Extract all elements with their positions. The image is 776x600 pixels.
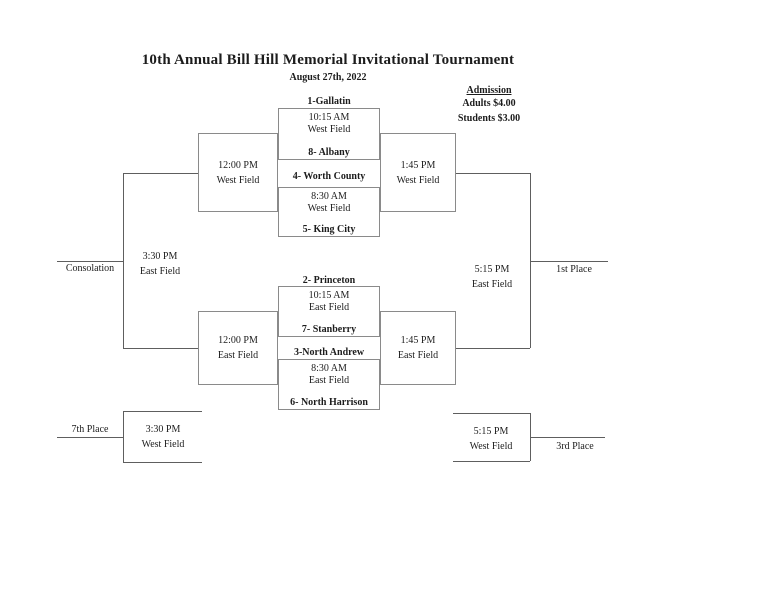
admission-adults: Adults $4.00 (462, 98, 516, 109)
game2-time: 8:30 AM (311, 191, 347, 202)
third-place-line (531, 437, 605, 438)
third-place-game-info: 5:15 PM West Field (458, 424, 524, 454)
semifinal-box-top-right: 1:45 PM West Field (380, 133, 456, 212)
loser-line-top (123, 173, 198, 174)
first-place-time: 5:15 PM (474, 264, 510, 275)
semifinal-box-bottom-right: 1:45 PM East Field (380, 311, 456, 385)
seventh-place-bottom-line (123, 462, 202, 463)
team-seed3: 3-North Andrew (293, 347, 365, 358)
team-seed2: 2- Princeton (302, 275, 356, 286)
semi-tr-field: West Field (396, 174, 440, 186)
loser-line-bottom (123, 348, 198, 349)
seventh-place-time: 3:30 PM (145, 424, 181, 435)
team-seed6: 6- North Harrison (290, 397, 368, 408)
team-seed4: 4- Worth County (292, 171, 366, 182)
game-box-3: 10:15 AM East Field 7- Stanberry (278, 286, 380, 337)
third-place-top-line (453, 413, 530, 414)
page-title: 10th Annual Bill Hill Memorial Invitatio… (141, 52, 515, 68)
game4-info: 8:30 AM East Field (279, 360, 379, 387)
semi-tr-time: 1:45 PM (400, 159, 436, 171)
team-seed5: 5- King City (302, 224, 356, 235)
championship-game-info: 5:15 PM East Field (458, 262, 526, 292)
game3-time: 10:15 AM (308, 290, 350, 301)
third-place-label: 3rd Place (556, 441, 594, 452)
semi-tl-info: 12:00 PM West Field (217, 158, 260, 188)
game3-field: East Field (308, 302, 350, 313)
winner-line-top (456, 173, 530, 174)
semi-br-field: East Field (397, 350, 439, 361)
consolation-line (57, 261, 123, 262)
winner-line-bottom (456, 348, 530, 349)
seventh-place-label: 7th Place (71, 424, 109, 435)
semi-bl-info: 12:00 PM East Field (218, 333, 258, 363)
consolation-game-info: 3:30 PM East Field (126, 249, 194, 279)
admission-students: Students $3.00 (457, 113, 521, 124)
third-place-vertical-line (530, 413, 531, 461)
semi-br-info: 1:45 PM East Field (398, 333, 438, 363)
game4-time: 8:30 AM (311, 363, 347, 374)
third-place-time: 5:15 PM (473, 426, 509, 437)
semifinal-box-top-left: 12:00 PM West Field (198, 133, 278, 212)
first-place-label: 1st Place (556, 264, 592, 275)
consolation-label: Consolation (65, 263, 115, 274)
admission-block: Admission Adults $4.00 Students $3.00 (439, 85, 539, 124)
admission-heading: Admission (466, 85, 512, 96)
first-place-line (530, 261, 608, 262)
game1-time: 10:15 AM (308, 112, 350, 123)
semifinal-box-bottom-left: 12:00 PM East Field (198, 311, 278, 385)
consolation-vertical-line (123, 173, 124, 348)
championship-vertical-line (530, 173, 531, 348)
semi-tl-field: West Field (216, 174, 260, 186)
game1-info: 10:15 AM West Field (279, 109, 379, 136)
semi-bl-time: 12:00 PM (218, 335, 258, 346)
game-box-4: 8:30 AM East Field 6- North Harrison (278, 359, 380, 410)
game-box-2: 8:30 AM West Field 5- King City (278, 187, 380, 237)
event-date: August 27th, 2022 (289, 72, 367, 83)
game-box-1: 10:15 AM West Field 8- Albany (278, 108, 380, 160)
semi-tr-info: 1:45 PM West Field (397, 158, 440, 188)
seventh-place-vertical-line (123, 411, 124, 462)
third-place-field: West Field (469, 441, 513, 452)
seventh-place-field: West Field (141, 439, 185, 450)
semi-tl-time: 12:00 PM (218, 159, 258, 171)
team-seed7: 7- Stanberry (301, 324, 357, 335)
third-place-bottom-line (453, 461, 530, 462)
game2-field: West Field (307, 203, 351, 214)
seventh-place-top-line (123, 411, 202, 412)
team-seed8: 8- Albany (308, 147, 350, 158)
team-seed1: 1-Gallatin (307, 96, 351, 107)
seventh-place-line (57, 437, 123, 438)
seventh-place-game-info: 3:30 PM West Field (130, 422, 196, 452)
consolation-field: East Field (139, 266, 181, 277)
first-place-field: East Field (471, 279, 513, 290)
game2-info: 8:30 AM West Field (279, 188, 379, 215)
game1-field: West Field (307, 124, 351, 135)
semi-br-time: 1:45 PM (400, 335, 436, 346)
game3-info: 10:15 AM East Field (279, 287, 379, 314)
consolation-time: 3:30 PM (142, 251, 178, 262)
semi-bl-field: East Field (217, 350, 259, 361)
game4-field: East Field (308, 375, 350, 386)
